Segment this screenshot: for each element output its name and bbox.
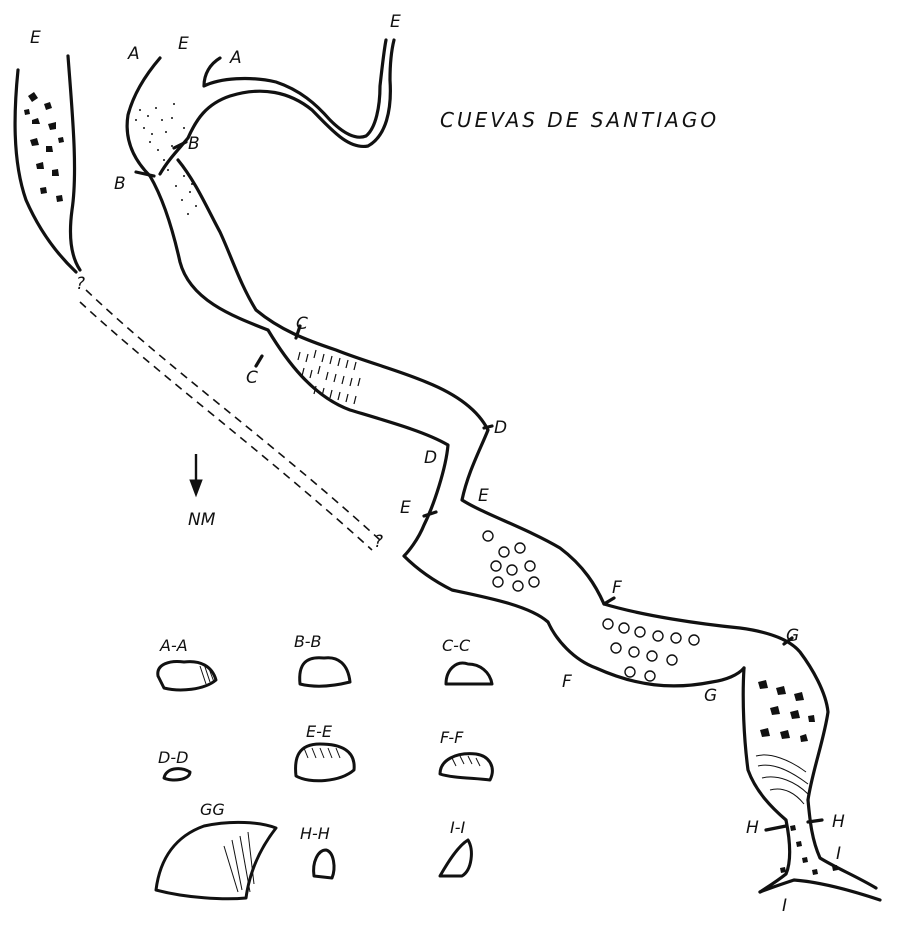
mud-hatching-c (297, 349, 361, 405)
flowstone-lines (755, 754, 809, 805)
b-tick-left (134, 170, 156, 178)
cave-east-wall (158, 38, 396, 176)
section-cc-outline (444, 661, 494, 686)
label-c-upper: C (296, 314, 308, 334)
lower-chamber-west-wall (741, 666, 792, 894)
label-e-top-left: E (30, 28, 41, 48)
label-e-upper-mid: E (178, 34, 189, 54)
label-h-left: H (746, 818, 759, 838)
e-tick (422, 510, 438, 518)
d-tick (482, 424, 494, 430)
section-gg-outline (154, 820, 278, 901)
section-aa-outline (156, 660, 218, 692)
lower-chamber-tail (758, 878, 882, 902)
section-dd-outline (162, 767, 192, 782)
label-question-upper: ? (76, 274, 86, 294)
label-c-lower: C (246, 368, 258, 388)
label-a-upper: A (128, 44, 140, 64)
h-tick-right (806, 818, 824, 824)
label-g-left: G (704, 686, 718, 706)
c-tick-lower (254, 354, 264, 368)
label-d-right: D (494, 418, 508, 438)
boulders-lower-chamber (758, 680, 838, 875)
label-e-mid-right: E (478, 486, 489, 506)
section-ee-outline (294, 742, 356, 783)
section-ff-outline (438, 752, 494, 782)
label-f-lower: F (562, 672, 572, 692)
section-bb-outline (298, 656, 352, 688)
label-i-bottom: I (782, 896, 788, 916)
c-tick-upper (294, 324, 302, 340)
h-tick-left (764, 824, 788, 832)
section-ff-label: F-F (440, 728, 464, 747)
cave-upper-branch (202, 38, 388, 139)
label-e-top-right: E (390, 12, 401, 32)
speleothems-e-f (482, 530, 540, 592)
b-tick-right (172, 140, 188, 150)
label-b-left: B (114, 174, 126, 194)
section-aa-label: A-A (160, 636, 188, 655)
label-b-right: B (188, 134, 200, 154)
cave-west-wall (125, 56, 746, 688)
label-a-upper-right: A (230, 48, 242, 68)
section-bb-label: B-B (294, 632, 322, 651)
section-hh-outline (312, 848, 336, 880)
section-ee-label: E-E (306, 722, 332, 741)
cave-north-wall-lower (176, 158, 830, 802)
label-i-right: I (836, 844, 842, 864)
sand-stipple-b (135, 103, 197, 215)
section-dd-label: D-D (158, 748, 189, 767)
label-g-right: G (786, 626, 800, 646)
lower-chamber-east-wall (806, 798, 878, 890)
section-ii-label: I-I (450, 818, 466, 837)
section-hatching (199, 663, 481, 893)
dashed-connection-1 (85, 289, 381, 541)
north-arrow-icon (189, 454, 203, 498)
section-hh-label: H-H (300, 824, 330, 843)
section-cc-label: C-C (442, 636, 471, 655)
boulders-isolated-passage (24, 92, 64, 202)
map-title: CUEVAS DE SANTIAGO (440, 108, 720, 132)
label-e-mid-left: E (400, 498, 411, 518)
dashed-connection-2 (79, 301, 373, 551)
isolated-passage-east-wall (66, 54, 82, 272)
section-ii-outline (438, 838, 473, 878)
section-gg-label: GG (200, 800, 225, 819)
f-tick (602, 596, 616, 606)
label-d-left: D (424, 448, 438, 468)
label-question-lower: ? (374, 532, 384, 552)
speleothems-f-g (602, 618, 700, 682)
label-h-right: H (832, 812, 845, 832)
isolated-passage-west-wall (13, 68, 78, 274)
label-f-upper: F (612, 578, 622, 598)
north-label: NM (188, 510, 216, 530)
g-tick (782, 636, 794, 646)
